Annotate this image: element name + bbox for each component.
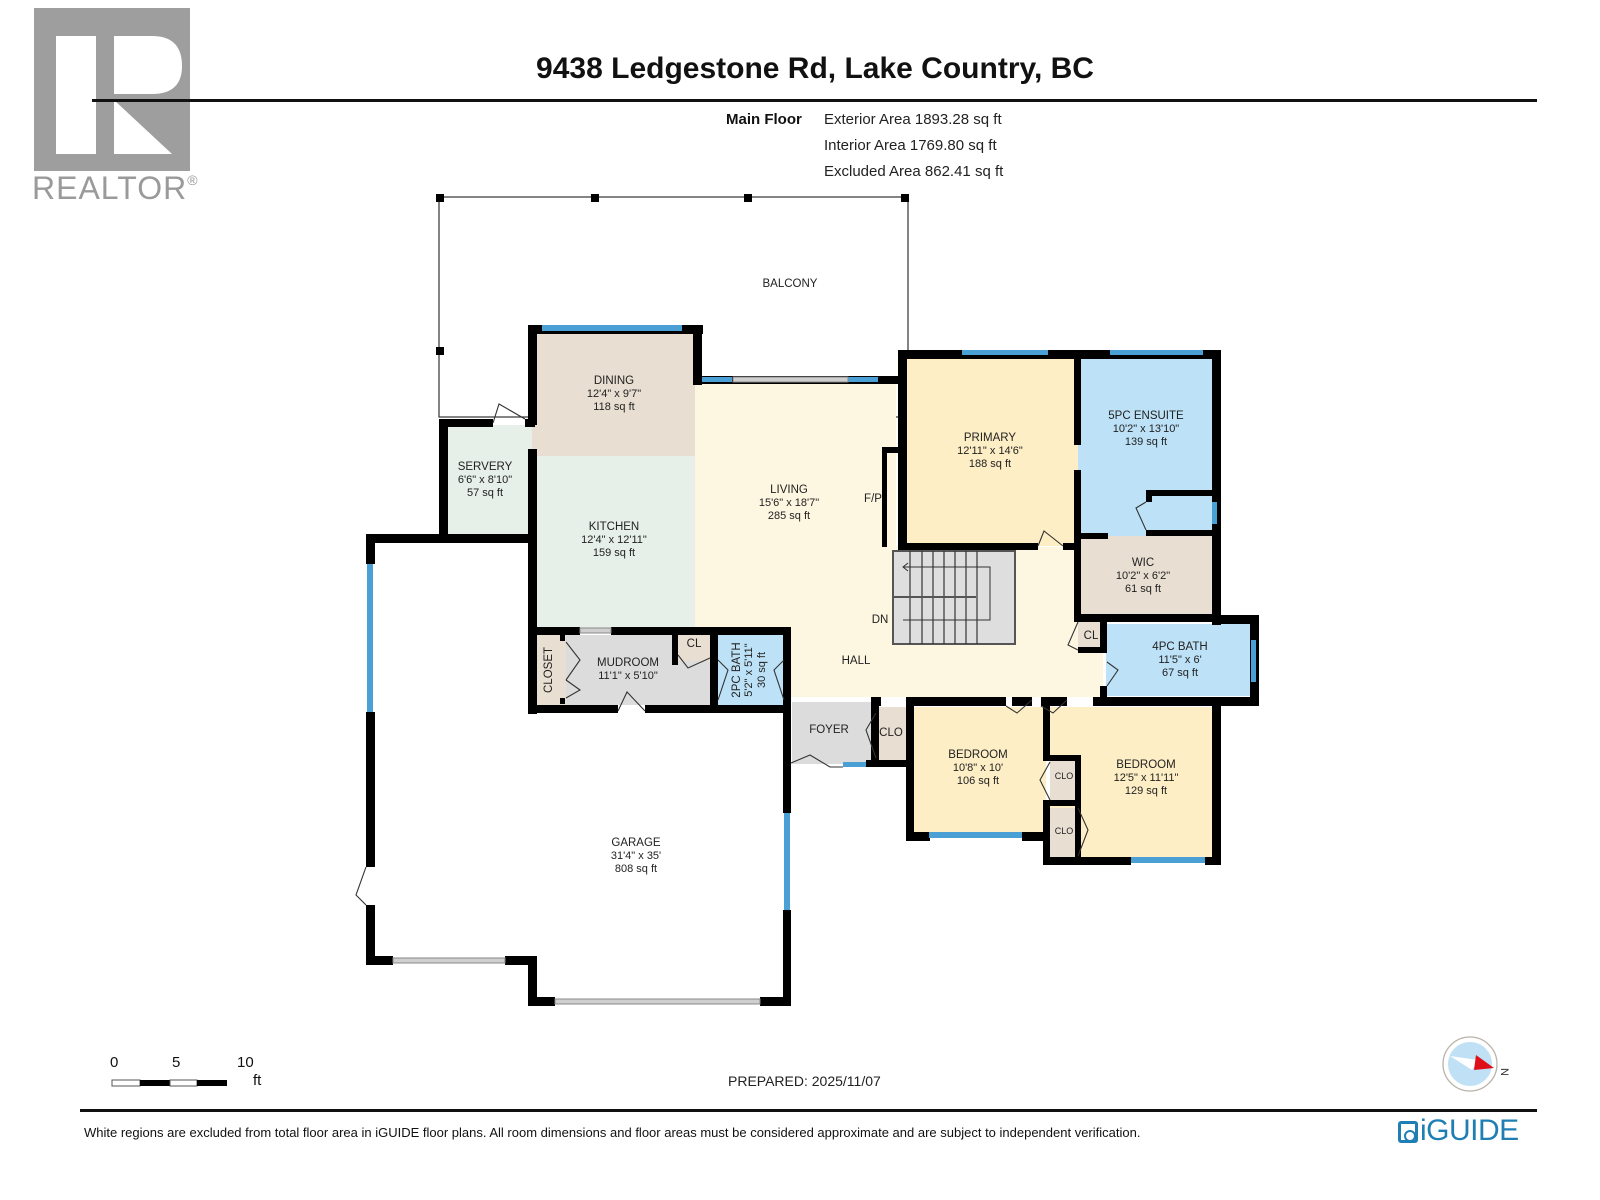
page-title: 9438 Ledgestone Rd, Lake Country, BC [536, 52, 1094, 85]
primary-area: 188 sq ft [969, 458, 1011, 470]
prepared-date: PREPARED: 2025/11/07 [728, 1073, 881, 1089]
bedroom1-dims: 10'8" x 10' [953, 762, 1003, 774]
dining-room [532, 330, 695, 456]
2pc-bath-room [718, 635, 784, 705]
floor-label: Main Floor [726, 111, 802, 128]
mudroom-cl [676, 635, 710, 661]
dining-area: 118 sq ft [593, 401, 634, 413]
scale-bar [111, 1079, 227, 1087]
garage-area: 808 sq ft [615, 863, 657, 875]
foyer-closet [876, 707, 906, 762]
mudroom-dims: 11'1" x 5'10" [598, 670, 658, 682]
bedroom1-closet [1050, 758, 1078, 800]
ensuite-room [1078, 356, 1217, 536]
bath4-dims: 11'5" x 6' [1158, 654, 1201, 666]
bedroom1-name: BEDROOM [948, 749, 1007, 761]
bath2-area: 30 sq ft [756, 652, 768, 688]
kitchen-area: 159 sq ft [593, 547, 635, 559]
foyer-label: FOYER [809, 724, 849, 736]
hall-closet-label: CL [1084, 630, 1099, 642]
exterior-area: Exterior Area 1893.28 sq ft [824, 111, 1002, 128]
bath2-name: 2PC BATH [731, 642, 743, 697]
ensuite-area: 139 sq ft [1125, 436, 1167, 448]
ensuite-name: 5PC ENSUITE [1108, 410, 1184, 422]
foyer-room [792, 702, 874, 764]
sliding-doors [392, 376, 849, 1005]
windows [367, 325, 1256, 910]
scale-tick-10: 10 [237, 1054, 254, 1071]
interior-area: Interior Area 1769.80 sq ft [824, 137, 997, 154]
dining-dims: 12'4" x 9'7" [587, 388, 641, 400]
realtor-wordmark: REALTOR® [32, 170, 199, 206]
kitchen-dims: 12'4" x 12'11" [581, 534, 647, 546]
bedroom2-closet-label: CLO [1055, 826, 1074, 836]
bedroom2-area: 129 sq ft [1125, 785, 1167, 797]
primary-name: PRIMARY [964, 432, 1017, 444]
scale-tick-0: 0 [110, 1054, 119, 1071]
bedroom2-closet [1050, 808, 1078, 858]
door-swings [355, 403, 1147, 906]
compass-icon [1442, 1036, 1498, 1092]
bedroom1-closet-label: CLO [1055, 771, 1074, 781]
primary-room [903, 356, 1078, 546]
ensuite-dims: 10'2" x 13'10" [1113, 423, 1180, 435]
iguide-wordmark: iGUIDE [1420, 1114, 1519, 1147]
servery-dims: 6'6" x 8'10" [458, 474, 512, 486]
mud-closet-area [536, 635, 566, 705]
iguide-logo: iGUIDE [1398, 1114, 1519, 1148]
bath2-dims: 5'2" x 5'11" [743, 643, 755, 696]
disclaimer-text: White regions are excluded from total fl… [84, 1125, 1141, 1140]
wic-dims: 10'2" x 6'2" [1116, 570, 1170, 582]
iguide-camera-icon [1398, 1121, 1418, 1143]
servery-name: SERVERY [458, 461, 513, 473]
stairs-dn-label: DN [872, 614, 889, 626]
garage-name: GARAGE [611, 837, 661, 849]
servery-area: 57 sq ft [467, 487, 503, 499]
bedroom2-name: BEDROOM [1116, 759, 1175, 771]
kitchen-name: KITCHEN [589, 521, 639, 533]
hall-label: HALL [842, 655, 871, 667]
4pc-bath-room [1106, 624, 1253, 696]
servery-room [443, 425, 532, 535]
bedroom2-dims: 12'5" x 11'11" [1114, 772, 1179, 784]
primary-dims: 12'11" x 14'6" [957, 445, 1023, 457]
garage-dims: 31'4" x 35' [611, 850, 661, 862]
fireplace-label: F/P [864, 493, 882, 505]
living-area: 285 sq ft [768, 510, 810, 522]
scale-tick-5: 5 [172, 1054, 181, 1071]
staircase [892, 550, 1016, 645]
balcony-label: BALCONY [763, 278, 818, 290]
closet-label: CLOSET [543, 647, 555, 693]
living-dims: 15'6" x 18'7" [759, 497, 819, 509]
living-name: LIVING [770, 484, 808, 496]
kitchen-room [532, 456, 695, 631]
realtor-r-icon [56, 36, 182, 154]
bedroom1-room [912, 707, 1046, 835]
compass-north-label: N [1497, 1068, 1510, 1076]
wic-area: 61 sq ft [1125, 583, 1161, 595]
bath4-name: 4PC BATH [1152, 641, 1207, 653]
excluded-area: Excluded Area 862.41 sq ft [824, 163, 1004, 180]
foyer-closet-label: CLO [879, 727, 903, 739]
wic-name: WIC [1132, 557, 1154, 569]
scale-unit: ft [253, 1072, 262, 1089]
bath4-area: 67 sq ft [1162, 667, 1198, 679]
bedroom1-area: 106 sq ft [957, 775, 999, 787]
footer-rule [80, 1109, 1537, 1112]
mudroom-cl-label: CL [687, 638, 702, 650]
wic-room [1078, 536, 1217, 617]
dining-name: DINING [594, 375, 634, 387]
mudroom-name: MUDROOM [597, 657, 659, 669]
realtor-logo [34, 8, 190, 171]
header-rule [92, 99, 1537, 102]
